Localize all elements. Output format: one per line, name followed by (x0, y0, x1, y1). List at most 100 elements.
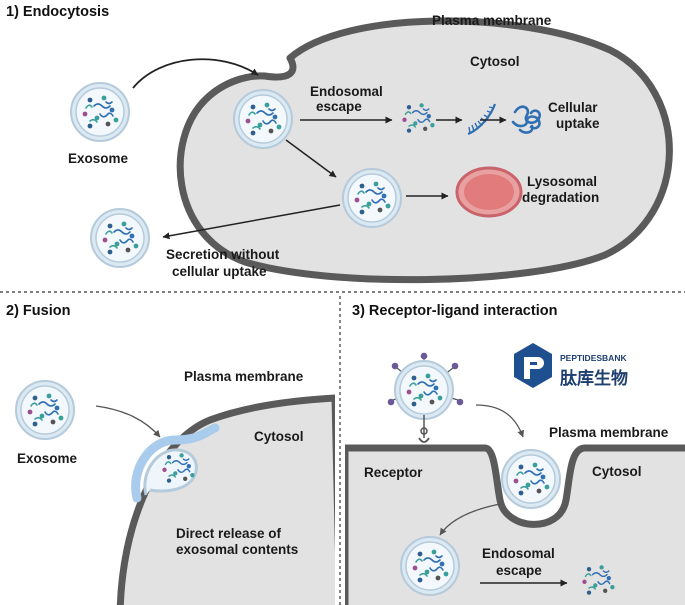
cargo-dot (54, 405, 60, 411)
secretion-label-2: cellular uptake (172, 264, 267, 279)
cargo-dot (518, 464, 524, 470)
cargo-dot (366, 201, 372, 207)
cargo-dot (107, 249, 113, 255)
cargo-strand (262, 119, 277, 125)
cargo-dot (402, 117, 407, 122)
endocytosis-cell (176, 17, 673, 284)
cargo-strand (435, 555, 443, 559)
exosome (70, 82, 130, 142)
cargo-dot (381, 193, 387, 199)
fusion-patch (131, 423, 220, 503)
cargo-dot (417, 551, 423, 557)
cargo-dot (87, 97, 93, 103)
cargo-dot (373, 181, 379, 187)
cargo-dot (173, 471, 178, 476)
cargo-strand (34, 416, 43, 421)
fusion-title: 2) Fusion (6, 303, 70, 319)
cargo-dot (39, 413, 45, 419)
cargo-strand (268, 108, 276, 112)
cargo-dot (443, 571, 449, 577)
cargo-strand (423, 390, 438, 396)
cargo-dot (431, 549, 437, 555)
cargo-strand (171, 460, 188, 466)
cargo-dot (32, 395, 38, 401)
direct-release-label-2: exosomal contents (176, 542, 298, 557)
cargo-strand (422, 108, 430, 112)
cargo-dot (385, 203, 391, 209)
cargo-dot (417, 577, 423, 583)
cargo-strand (256, 110, 274, 116)
cargo-strand (597, 580, 611, 585)
cargo-dot (544, 484, 550, 490)
receptor-title: 3) Receptor-ligand interaction (352, 303, 557, 319)
cargo-dot (129, 233, 135, 239)
cargo-dot (582, 579, 587, 584)
cargo-dot (418, 393, 424, 399)
cargo-dot (359, 209, 365, 215)
receptor-cytosol-label: Cytosol (592, 464, 642, 479)
cargo-strand (419, 572, 428, 577)
cargo-strand (408, 124, 417, 128)
cargo-dot (250, 130, 256, 136)
cargo-strand (93, 103, 111, 109)
cargo-dot (114, 241, 120, 247)
cellular-uptake-label-2: uptake (556, 116, 600, 131)
cargo-dot (406, 389, 412, 395)
cargo-strand (99, 112, 114, 118)
cargo-dot (429, 399, 435, 405)
cargo-strand (536, 468, 544, 472)
exosome-inner-membrane (405, 541, 455, 591)
fusion-cytosol-label: Cytosol (254, 429, 304, 444)
peptidesbank-logo: PEPTIDESBANK 肽库生物 (514, 343, 628, 389)
cargo-strand (182, 458, 190, 462)
cargo-dot (162, 467, 167, 472)
exosome-inner-membrane (506, 454, 556, 504)
cargo-dot (377, 207, 383, 213)
released-cargo (402, 103, 435, 133)
cargo-strand (50, 399, 58, 403)
cargo-strand (588, 586, 597, 590)
endosome (233, 89, 293, 149)
fusion-arrow (95, 405, 161, 438)
cargo-dot (32, 421, 38, 427)
cargo-dot (606, 576, 611, 581)
uptake-arrow (132, 58, 259, 89)
cargo-strand (125, 227, 133, 231)
cargo-strand (357, 190, 365, 195)
cargo-strand (44, 410, 59, 416)
cargo-dot (354, 197, 360, 203)
secretion-label-1: Secretion without (166, 247, 280, 262)
fusion-exosome-label: Exosome (17, 451, 78, 466)
cargo-dot (46, 393, 52, 399)
cargo-dot (190, 473, 195, 478)
cargo-dot (532, 462, 538, 468)
cargo-strand (252, 125, 261, 130)
direct-release-label-1: Direct release of (176, 526, 282, 541)
cargo-dot (121, 221, 127, 227)
cargo-strand (520, 485, 529, 490)
cargo-dot (179, 453, 184, 458)
receptor-endosome (400, 536, 460, 596)
ligand-exosome (387, 352, 464, 443)
cargo-dot (435, 575, 441, 581)
cargo-strand (38, 401, 56, 407)
fusion-plasma-membrane-label: Plasma membrane (184, 369, 304, 384)
cargo-strand (105, 230, 113, 235)
endocytosis-title: 1) Endocytosis (6, 4, 109, 20)
lysosomal-label-2: degradation (522, 190, 599, 205)
cargo-strand (371, 198, 386, 204)
cargo-dot (406, 128, 412, 133)
exosome-inner-membrane (20, 385, 70, 435)
cargo-strand (361, 204, 370, 209)
cargo-dot (406, 105, 412, 110)
fusion-exosome (15, 380, 75, 440)
cargo-dot (276, 124, 282, 130)
cargo-dot (424, 569, 430, 575)
cargo-dot (430, 123, 435, 128)
cargo-dot (183, 476, 188, 481)
cargo-dot (412, 565, 418, 571)
receptor-arrow (475, 404, 525, 438)
endosome-to-late-arrow (285, 139, 337, 178)
cargo-dot (133, 243, 139, 249)
exosome-inner-membrane (238, 94, 288, 144)
